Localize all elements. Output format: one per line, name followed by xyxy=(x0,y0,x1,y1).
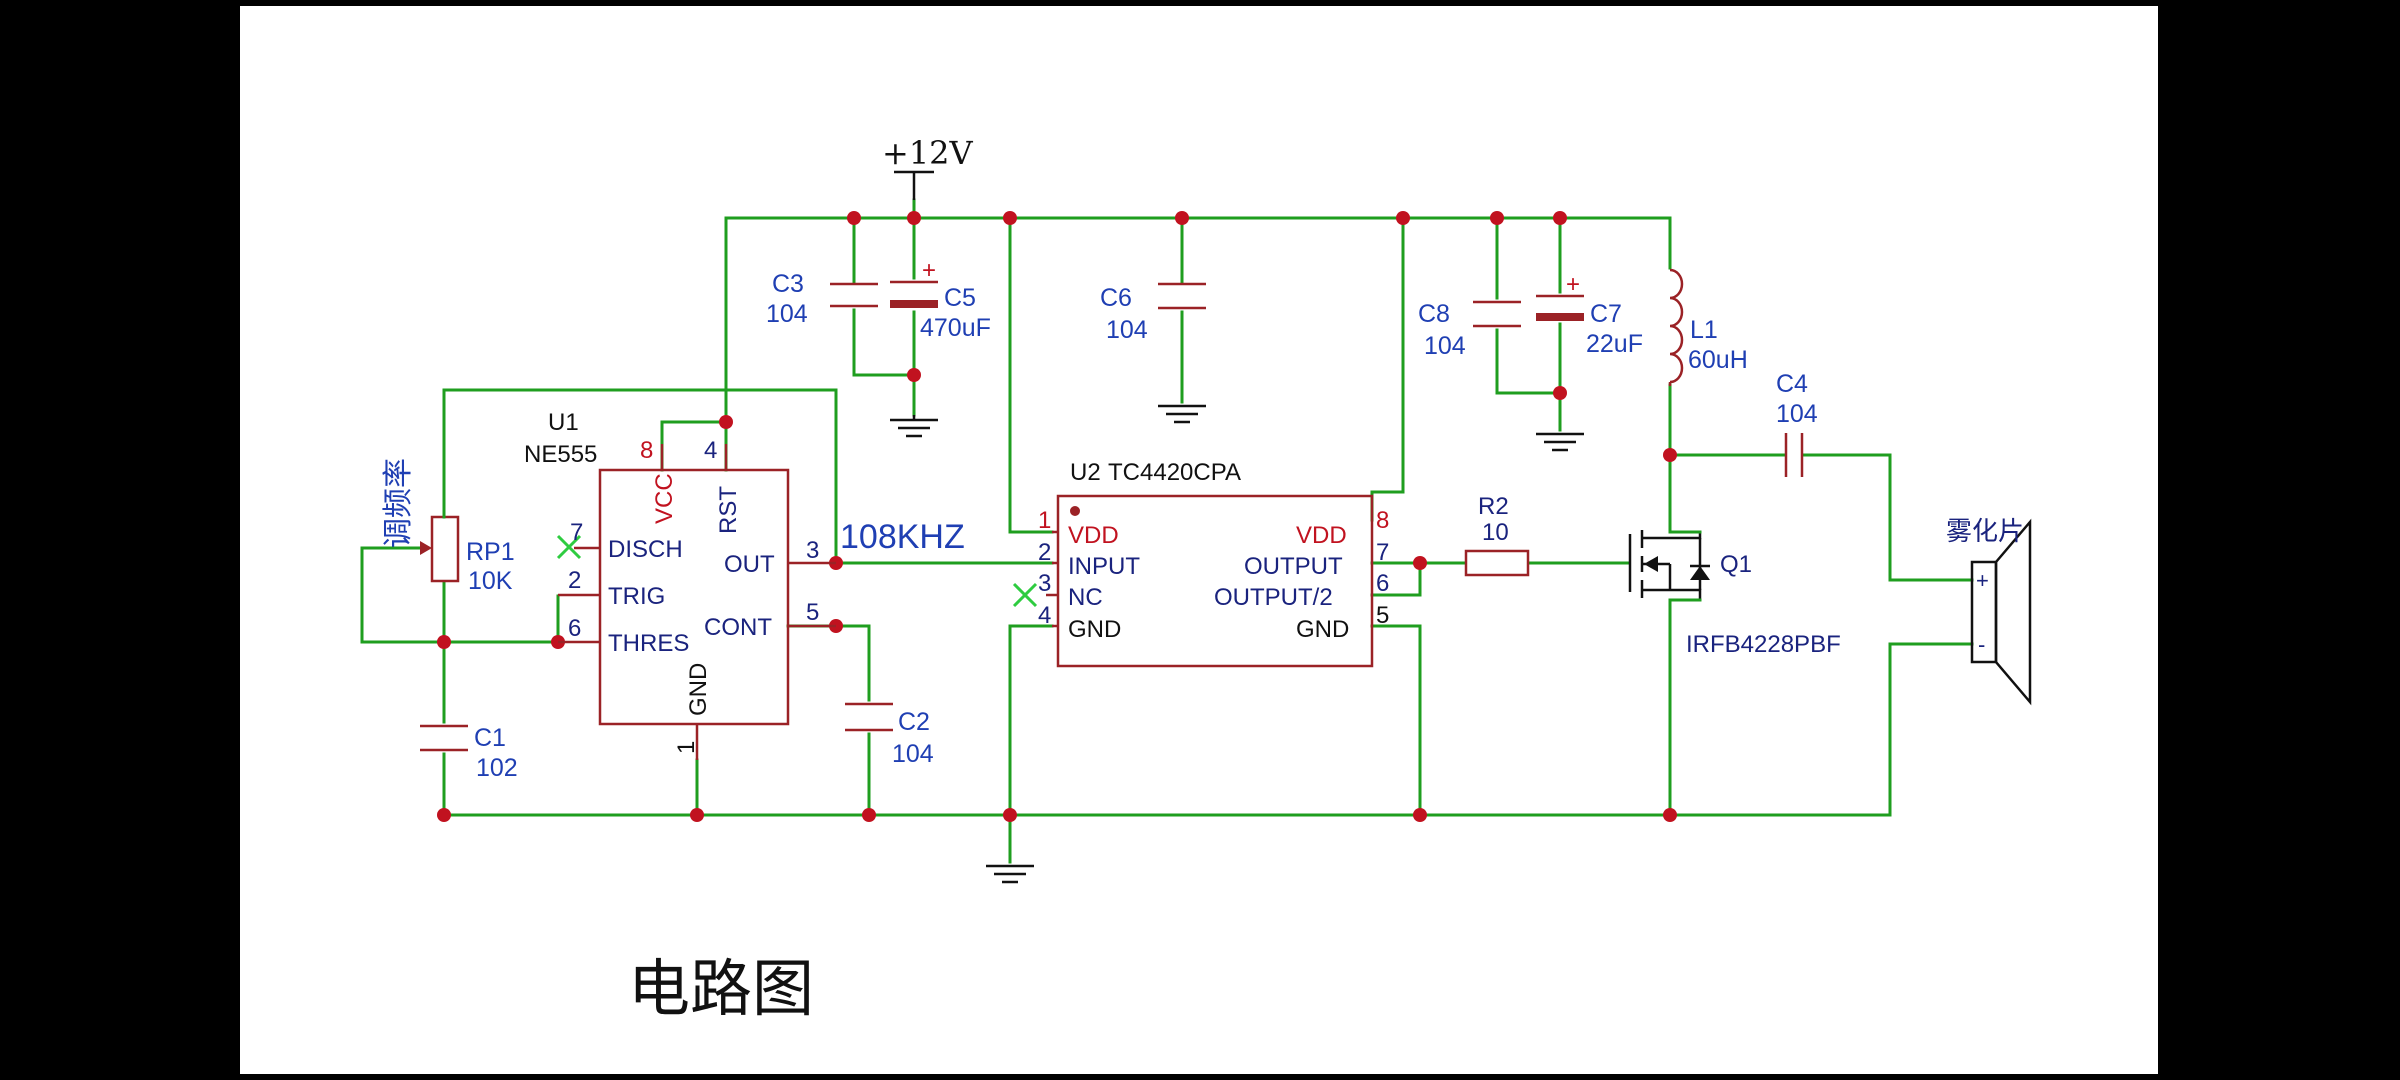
svg-text:TC4420CPA: TC4420CPA xyxy=(1108,459,1241,486)
wires xyxy=(360,198,1974,864)
svg-text:7: 7 xyxy=(570,519,583,546)
svg-text:TRIG: TRIG xyxy=(608,583,665,610)
capacitor-c4: C4 104 xyxy=(1776,370,1818,477)
svg-text:C5: C5 xyxy=(944,284,976,312)
svg-text:10K: 10K xyxy=(468,567,513,595)
inductor-l1: L1 60uH xyxy=(1668,268,1748,386)
svg-text:104: 104 xyxy=(1424,332,1466,360)
resistor-r2: R2 10 xyxy=(1464,493,1530,577)
svg-text:OUT: OUT xyxy=(724,551,775,578)
svg-text:470uF: 470uF xyxy=(920,314,991,342)
ground-symbol-main xyxy=(986,864,1034,884)
svg-text:Q1: Q1 xyxy=(1720,551,1752,578)
capacitor-c8: C8 104 xyxy=(1418,300,1521,360)
svg-text:C4: C4 xyxy=(1776,370,1808,398)
svg-text:C8: C8 xyxy=(1418,300,1450,328)
svg-text:DISCH: DISCH xyxy=(608,536,683,563)
svg-text:C3: C3 xyxy=(772,270,804,298)
svg-text:NC: NC xyxy=(1068,584,1103,611)
mosfet-q1: Q1 IRFB4228PBF xyxy=(1616,530,1841,658)
svg-text:6: 6 xyxy=(568,615,581,642)
svg-text:RP1: RP1 xyxy=(466,538,515,566)
svg-text:L1: L1 xyxy=(1690,316,1718,344)
svg-text:+: + xyxy=(1976,568,1989,593)
svg-text:U1: U1 xyxy=(548,409,579,436)
svg-text:THRES: THRES xyxy=(608,630,689,657)
svg-text:C2: C2 xyxy=(898,708,930,736)
svg-text:104: 104 xyxy=(1106,316,1148,344)
ground-symbol-c7 xyxy=(1536,432,1584,452)
junctions xyxy=(437,211,1677,822)
potentiometer-rp1: RP1 10K 调频率 xyxy=(382,388,515,595)
capacitor-c5: + C5 470uF xyxy=(890,257,991,342)
svg-text:3: 3 xyxy=(806,537,819,564)
svg-text:CONT: CONT xyxy=(704,614,772,641)
svg-text:2: 2 xyxy=(568,567,581,594)
supply-symbol: +12V xyxy=(882,134,974,200)
capacitor-c2: C2 104 xyxy=(845,702,934,768)
svg-text:3: 3 xyxy=(1038,570,1051,597)
ground-symbol-c6 xyxy=(1158,404,1206,424)
frequency-label: 108KHZ xyxy=(840,518,965,556)
svg-text:6: 6 xyxy=(1376,570,1389,597)
svg-text:OUTPUT/2: OUTPUT/2 xyxy=(1214,584,1333,611)
svg-text:IRFB4228PBF: IRFB4228PBF xyxy=(1686,631,1841,658)
svg-text:22uF: 22uF xyxy=(1586,330,1643,358)
svg-text:C1: C1 xyxy=(474,724,506,752)
svg-text:4: 4 xyxy=(1038,602,1051,629)
svg-text:GND: GND xyxy=(1296,616,1349,643)
svg-text:8: 8 xyxy=(640,437,653,464)
ground-symbol-c5 xyxy=(890,415,938,438)
svg-text:60uH: 60uH xyxy=(1688,346,1748,374)
rp1-note: 调频率 xyxy=(382,458,415,548)
svg-text:7: 7 xyxy=(1376,539,1389,566)
schematic-sheet xyxy=(240,6,2158,1074)
svg-text:OUTPUT: OUTPUT xyxy=(1244,553,1343,580)
supply-label: +12V xyxy=(882,134,974,172)
svg-text:8: 8 xyxy=(1376,507,1389,534)
svg-text:VDD: VDD xyxy=(1068,522,1119,549)
capacitor-c7: + C7 22uF xyxy=(1536,271,1643,358)
page-title: 电路图 xyxy=(628,952,814,1025)
svg-text:R2: R2 xyxy=(1478,493,1509,520)
svg-text:NE555: NE555 xyxy=(524,441,597,468)
svg-text:10: 10 xyxy=(1482,519,1509,546)
svg-text:GND: GND xyxy=(1068,616,1121,643)
svg-text:104: 104 xyxy=(766,300,808,328)
svg-text:1: 1 xyxy=(1038,507,1051,534)
svg-text:RST: RST xyxy=(715,486,742,534)
svg-text:2: 2 xyxy=(1038,539,1051,566)
ic-u1: U1 NE555 8 4 7 2 6 3 5 1 VCC RST GND DIS… xyxy=(524,409,836,760)
capacitor-c1: C1 102 xyxy=(420,724,518,782)
atomizer-speaker: + - 雾化片 xyxy=(1946,516,2032,706)
svg-text:5: 5 xyxy=(806,599,819,626)
svg-text:104: 104 xyxy=(892,740,934,768)
svg-text:+: + xyxy=(922,257,936,284)
svg-text:C6: C6 xyxy=(1100,284,1132,312)
svg-text:4: 4 xyxy=(704,437,717,464)
svg-text:雾化片: 雾化片 xyxy=(1946,516,2024,546)
svg-text:GND: GND xyxy=(685,663,712,716)
ic-u2: U2 TC4420CPA 1 2 3 4 8 7 6 5 VDD INPUT N… xyxy=(1012,459,1389,668)
svg-text:102: 102 xyxy=(476,754,518,782)
svg-text:-: - xyxy=(1978,632,1985,657)
svg-text:VCC: VCC xyxy=(651,473,678,524)
capacitor-c6: C6 104 xyxy=(1100,282,1206,344)
capacitor-c3: C3 104 xyxy=(766,270,878,328)
svg-text:U2: U2 xyxy=(1070,459,1101,486)
svg-text:104: 104 xyxy=(1776,400,1818,428)
svg-text:VDD: VDD xyxy=(1296,522,1347,549)
svg-text:5: 5 xyxy=(1376,602,1389,629)
svg-text:+: + xyxy=(1566,271,1580,298)
svg-text:INPUT: INPUT xyxy=(1068,553,1140,580)
svg-text:C7: C7 xyxy=(1590,300,1622,328)
svg-text:1: 1 xyxy=(673,741,700,754)
